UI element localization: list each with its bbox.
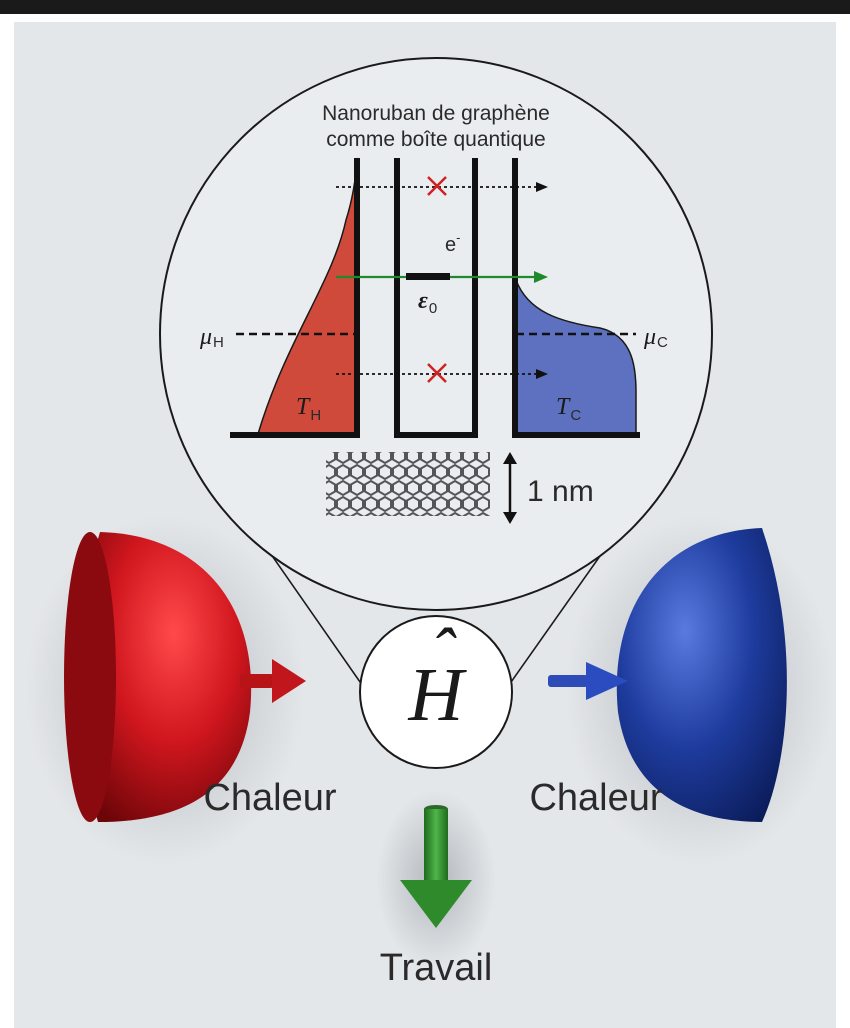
mu-cold-label: μC [643,324,668,351]
cold-heat-arrow-shaft [548,675,588,687]
cold-fermi-distribution [515,279,637,435]
inset-title-line1: Nanoruban de graphène [322,102,550,125]
hot-heat-arrow-head [272,659,306,703]
heat-label-right: Chaleur [529,777,662,819]
graphene-nanoribbon [326,452,490,516]
scale-label: 1 nm [527,475,594,508]
dot-right-barrier [472,158,478,436]
cold-lead-baseline [512,432,640,438]
hamiltonian-hat: ˆ [430,615,457,692]
blocked-cross-bottom [427,363,447,383]
top-bar [0,0,850,14]
energy-level-label: ε0 [418,288,437,317]
energy-level-bar [406,273,450,280]
scale-bar-arrow-bottom [503,512,517,524]
blocked-cross-top [427,176,447,196]
hot-reservoir [79,532,252,822]
hot-lead-wall [354,158,360,436]
heat-label-left: Chaleur [203,777,336,819]
scale-bar-arrow-top [503,452,517,464]
hamiltonian-circle [359,615,513,769]
cold-lead-wall [512,158,518,436]
dot-left-barrier [394,158,400,436]
temp-cold-label: TC [556,394,581,424]
hot-lead-baseline [230,432,360,438]
work-arrow-head [400,880,472,928]
cold-reservoir [616,528,787,822]
blocked-transport-top-arrowhead [536,182,548,192]
work-arrow-shaft [424,809,448,883]
temp-hot-label: TH [296,394,321,424]
inset-title-line2: comme boîte quantique [326,128,545,151]
dot-baseline [394,432,478,438]
hamiltonian-symbol: H [408,653,468,737]
work-label: Travail [380,947,493,989]
cold-heat-arrow-head [586,662,628,700]
hot-heat-arrow-shaft [240,674,274,688]
resonant-transport-arrowhead [534,271,548,283]
blocked-transport-bottom-arrowhead [536,369,548,379]
hot-reservoir-face [64,532,116,822]
electron-label: e- [445,230,460,256]
inset-circle [159,57,713,611]
mu-hot-label: μH [199,324,224,351]
